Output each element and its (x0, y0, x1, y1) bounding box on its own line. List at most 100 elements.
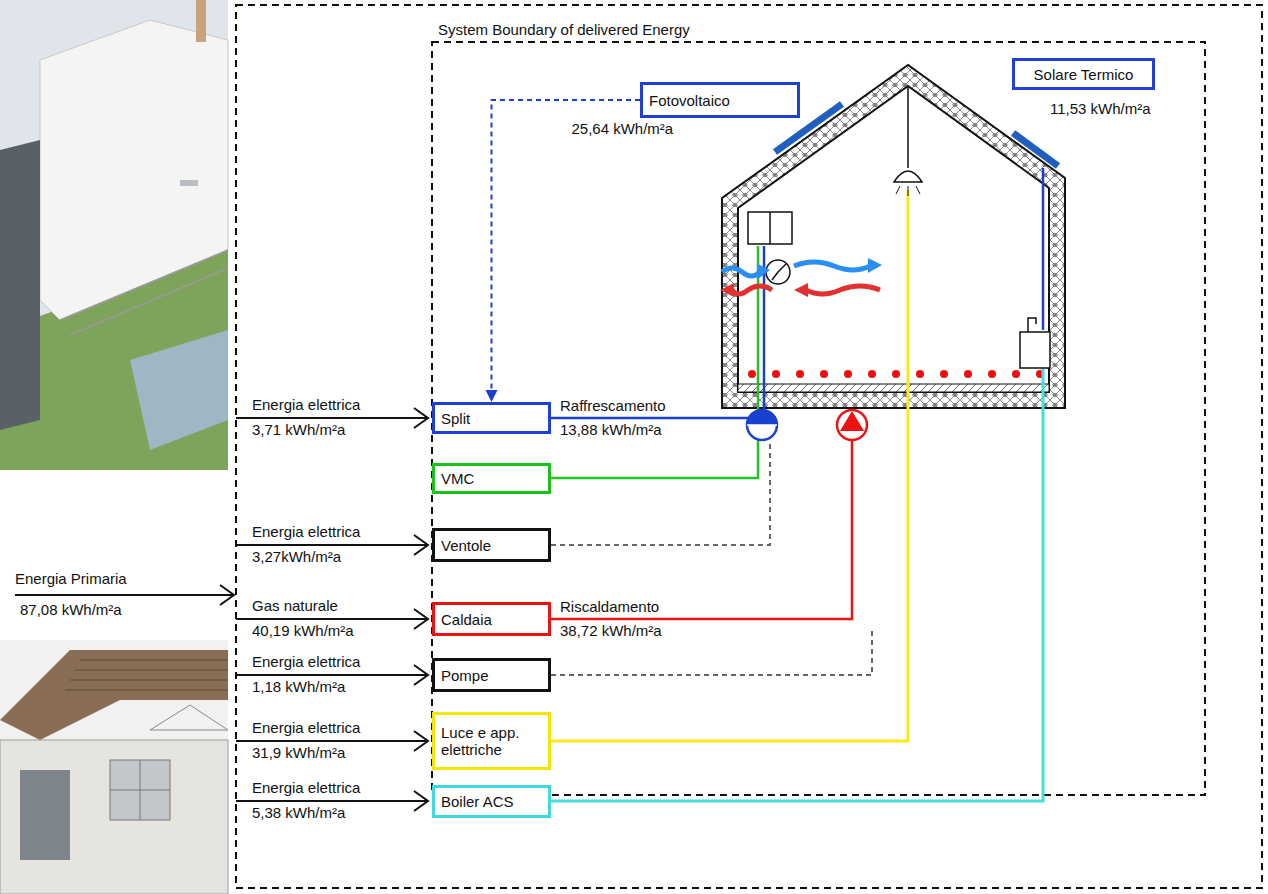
drawn-rect (0, 640, 228, 894)
drawn-circle (940, 370, 948, 378)
output-name: Raffrescamento (560, 397, 666, 414)
drawn-rect (0, 0, 228, 470)
drawn-circle (988, 370, 996, 378)
drawn-rect (196, 0, 206, 42)
energy-flow-connector (486, 100, 641, 402)
drawn-path (551, 440, 852, 619)
drawn-circle (766, 260, 790, 284)
energy-value: 3,71 kWh/m²a (252, 421, 345, 438)
drawn-rect (180, 180, 198, 186)
delivered-energy-boundary (432, 42, 1205, 795)
drawn-polygon (720, 283, 734, 297)
lamp (894, 86, 922, 196)
heating-pump (837, 410, 867, 440)
energy-value: 31,9 kWh/m²a (252, 744, 345, 761)
energy-value: 87,08 kWh/m²a (20, 601, 122, 618)
drawn-path (722, 268, 760, 276)
input-name: Energia Primaria (15, 570, 127, 587)
device-box: Ventole (432, 528, 551, 562)
device-box: Caldaia (432, 602, 551, 636)
drawn-path (806, 286, 880, 294)
drawn-rect (738, 384, 1049, 392)
boundary-title: System Boundary of delivered Energy (438, 21, 690, 38)
box-label: Luce e app. elettriche (441, 724, 542, 758)
drawn-path (1028, 318, 1036, 332)
drawn-circle (796, 370, 804, 378)
source-box: Fotovoltaico (640, 82, 800, 118)
energy-value: 13,88 kWh/m²a (560, 421, 662, 438)
drawn-path (110, 760, 170, 820)
box-label: Ventole (441, 537, 542, 554)
drawn-circle (892, 370, 900, 378)
drawn-path (732, 286, 772, 294)
box-label: Pompe (441, 667, 542, 684)
drawn-circle (748, 370, 756, 378)
building-render-top (0, 0, 228, 470)
energy-value: 5,38 kWh/m²a (252, 804, 345, 821)
input-name: Energia elettrica (252, 523, 360, 540)
box-label: Fotovoltaico (649, 92, 791, 109)
arrow-head (486, 390, 498, 402)
input-name: Energia elettrica (252, 779, 360, 796)
drawn-line (747, 424, 777, 426)
outer-boundary (236, 5, 1262, 888)
drawn-polygon (130, 330, 228, 450)
drawn-path (1042, 168, 1045, 330)
drawn-polygon (794, 283, 808, 297)
input-name: Energia elettrica (252, 719, 360, 736)
drawn-path (747, 410, 777, 425)
box-label: VMC (441, 470, 542, 487)
box-label: Caldaia (441, 611, 542, 628)
drawn-path (894, 171, 922, 182)
drawn-line (907, 86, 909, 168)
cooling-pump (747, 410, 777, 440)
energy-value: 40,19 kWh/m²a (252, 622, 354, 639)
drawn-polygon (758, 264, 770, 279)
input-name: Energia elettrica (252, 653, 360, 670)
drawn-path (551, 190, 908, 741)
drawn-rect (1020, 332, 1050, 368)
edge-label: 25,64 kWh/m²a (570, 120, 676, 137)
floor-heating-pipes (748, 370, 1044, 378)
drawn-line (769, 212, 771, 244)
input-name: Gas naturale (252, 597, 338, 614)
drawn-circle (747, 410, 777, 440)
source-box: Solare Termico (1012, 58, 1155, 90)
drawn-circle (837, 410, 867, 440)
drawn-polygon (840, 411, 864, 431)
input-name: Energia elettrica (252, 396, 360, 413)
drawn-circle (772, 370, 780, 378)
device-box: Boiler ACS (432, 785, 551, 818)
device-box: VMC (432, 463, 551, 494)
box-label: Boiler ACS (441, 793, 542, 810)
energy-value: 38,72 kWh/m²a (560, 622, 662, 639)
drawn-circle (844, 370, 852, 378)
drawn-circle (868, 370, 876, 378)
connector-line (492, 100, 641, 392)
drawn-rect (0, 740, 228, 894)
drawn-path (60, 250, 228, 335)
drawn-circle (820, 370, 828, 378)
drawn-polygon (0, 650, 228, 740)
drawn-path (896, 186, 920, 196)
drawn-polygon (150, 705, 228, 730)
vmc-unit (720, 212, 882, 297)
input-arrows (15, 408, 428, 811)
service-lines (551, 168, 1043, 801)
drawn-rect (748, 212, 792, 244)
drawn-path (551, 440, 770, 545)
drawn-path (65, 660, 228, 690)
building-render-bottom (0, 640, 228, 894)
drawn-polygon (40, 20, 228, 320)
box-label: Solare Termico (1021, 66, 1146, 83)
washbasin (1020, 318, 1050, 368)
drawn-circle (1012, 370, 1020, 378)
drawn-circle (964, 370, 972, 378)
drawn-path (794, 262, 870, 270)
energy-value: 1,18 kWh/m²a (252, 678, 345, 695)
drawn-rect (110, 760, 170, 820)
device-box: Split (432, 402, 551, 434)
drawn-path (551, 246, 758, 478)
